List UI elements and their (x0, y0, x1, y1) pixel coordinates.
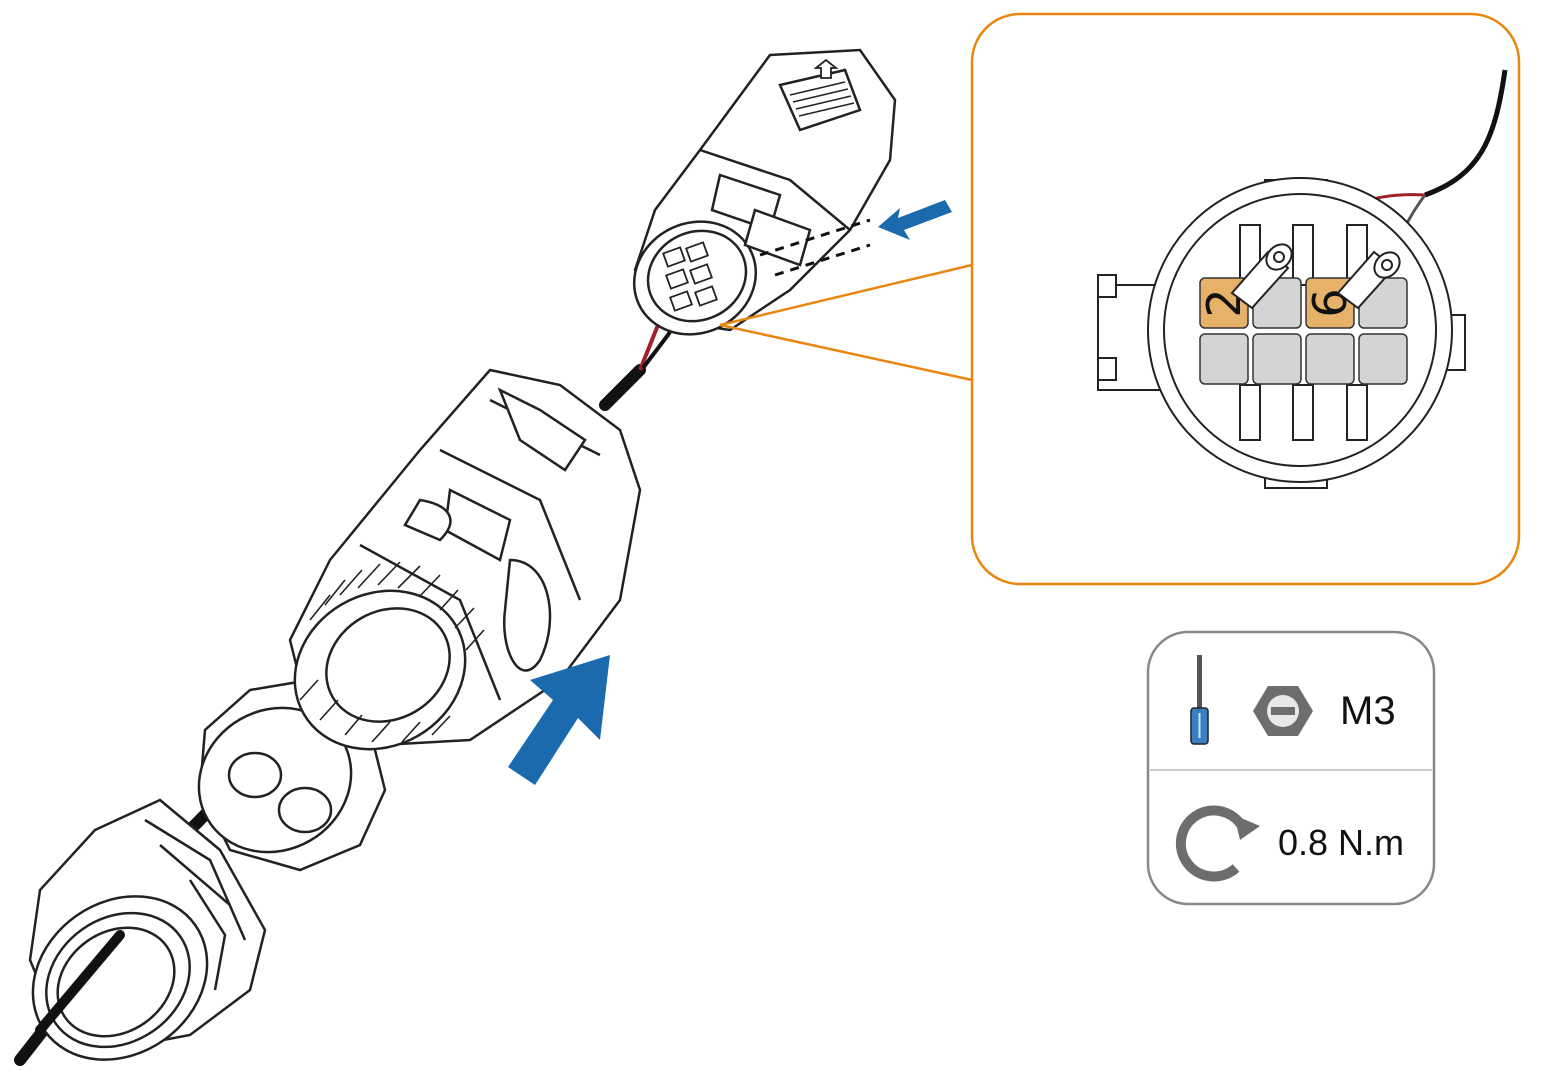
push-arrow-large (508, 655, 610, 785)
ferrule-terminal-2 (1230, 243, 1293, 310)
seal-insert (197, 678, 387, 872)
pin-cell (1199, 333, 1249, 385)
screw-size-label: M3 (1340, 689, 1396, 733)
connector-housing (288, 368, 642, 751)
detail-inset: 2 6 (970, 12, 1521, 586)
rotate-clockwise-icon (1175, 805, 1260, 882)
connector-plug-head (632, 48, 897, 336)
pin-cell (1305, 333, 1355, 385)
push-arrow-small (878, 200, 952, 240)
pin-cell (1358, 333, 1408, 385)
pin-cell (1252, 333, 1302, 385)
insertion-guide-lines (759, 218, 871, 277)
tool-torque-panel: M3 0.8 N.m (1146, 630, 1436, 906)
screwdriver-icon (1190, 655, 1209, 745)
torque-label: 0.8 N.m (1278, 822, 1404, 863)
callout-leader-lines (719, 263, 973, 382)
slotted-screw-icon (1253, 686, 1313, 736)
inset-black-wire (1424, 69, 1508, 198)
sealing-nut (28, 798, 267, 1061)
ferrule-terminal-6 (1336, 250, 1401, 310)
